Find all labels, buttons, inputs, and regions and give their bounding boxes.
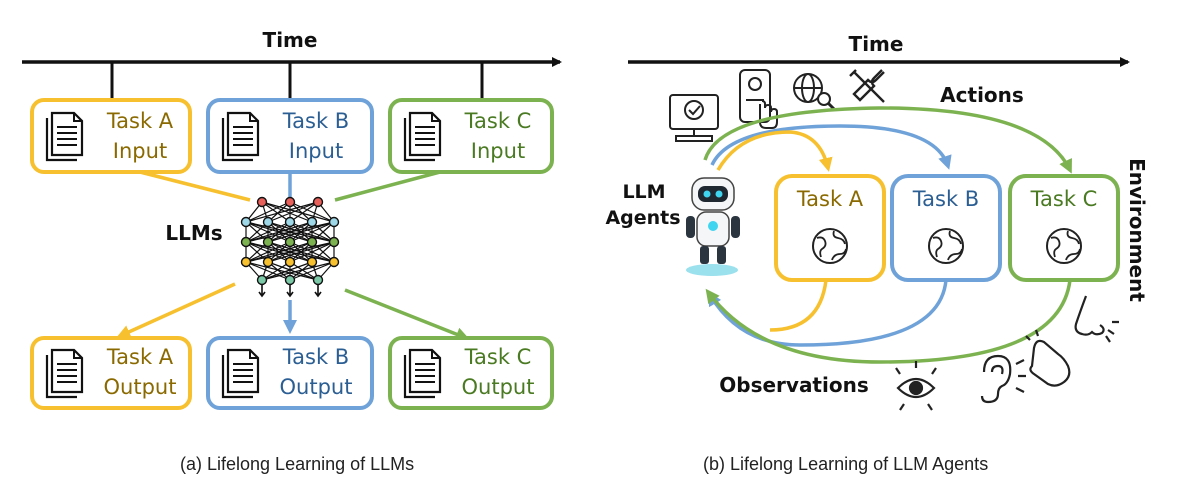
globe-icon [1046, 228, 1082, 264]
task-c-output-title: Task C [464, 345, 532, 369]
task-c-input-subtitle: Input [471, 139, 525, 163]
network-node [240, 216, 252, 228]
network-node [312, 196, 324, 208]
task-b-input-subtitle: Input [289, 139, 343, 163]
task-b-output-title: Task B [282, 345, 349, 369]
network-node [256, 196, 268, 208]
time-label-a: Time [263, 28, 318, 52]
network-node [284, 216, 296, 228]
web-search-icon [793, 73, 836, 111]
actions-label: Actions [940, 83, 1024, 107]
panel-a: Time Task A Input Task B Input Task C In… [22, 28, 562, 410]
llms-label: LLMs [165, 221, 222, 245]
environment-label: Environment [1125, 158, 1149, 302]
network-node [262, 236, 274, 248]
panel-b: Time Actions [605, 32, 1149, 411]
network-node [306, 216, 318, 228]
task-a-input-subtitle: Input [113, 139, 167, 163]
neural-network-icon [240, 196, 340, 298]
network-node [284, 256, 296, 268]
network-node [284, 274, 296, 286]
observations-label: Observations [719, 373, 868, 397]
task-a-input-box: Task A Input [30, 98, 192, 174]
task-b-input-box: Task B Input [206, 98, 374, 174]
ear-icon [980, 354, 1026, 404]
network-node [328, 256, 340, 268]
task-b-output-subtitle: Output [280, 375, 353, 399]
network-node [262, 256, 274, 268]
task-b-input-title: Task B [282, 109, 349, 133]
hand-icon [1025, 329, 1071, 387]
network-node [328, 216, 340, 228]
task-b-output-box: Task B Output [206, 336, 374, 410]
network-node [306, 236, 318, 248]
nose-icon [1074, 295, 1119, 343]
network-node [240, 256, 252, 268]
network-node [284, 236, 296, 248]
task-a-output-box: Task A Output [30, 336, 192, 410]
task-a-input-title: Task A [106, 109, 174, 133]
network-node [306, 256, 318, 268]
task-b-label: Task B [912, 187, 979, 211]
task-b-box: Task B [890, 174, 1002, 282]
computer-check-icon [669, 94, 719, 142]
task-a-box: Task A [774, 174, 886, 282]
network-node [262, 216, 274, 228]
robot-icon [686, 177, 740, 276]
network-node [284, 196, 296, 208]
globe-icon [812, 228, 848, 264]
task-c-output-subtitle: Output [462, 375, 535, 399]
llm-agents-label-line1: LLM [622, 181, 665, 203]
task-c-label: Task C [1030, 187, 1098, 211]
task-a-label: Task A [796, 187, 864, 211]
caption-a: (a) Lifelong Learning of LLMs [180, 454, 415, 474]
document-icon [221, 348, 260, 399]
task-c-output-box: Task C Output [388, 336, 554, 410]
document-icon [45, 111, 84, 162]
document-icon [403, 348, 442, 399]
caption-b: (b) Lifelong Learning of LLM Agents [703, 454, 989, 474]
task-c-box: Task C [1008, 174, 1120, 282]
network-node [256, 274, 268, 286]
document-icon [45, 348, 84, 399]
globe-icon [928, 228, 964, 264]
time-label-b: Time [849, 32, 904, 56]
task-a-output-title: Task A [106, 345, 174, 369]
document-icon [221, 111, 260, 162]
task-c-input-title: Task C [464, 109, 532, 133]
tools-icon [849, 69, 885, 103]
task-a-output-subtitle: Output [104, 375, 177, 399]
llm-agents-label-line2: Agents [605, 207, 680, 229]
eye-icon [895, 361, 937, 411]
network-node [328, 236, 340, 248]
task-c-input-box: Task C Input [388, 98, 554, 174]
network-node [312, 274, 324, 286]
document-icon [403, 111, 442, 162]
network-node [240, 236, 252, 248]
